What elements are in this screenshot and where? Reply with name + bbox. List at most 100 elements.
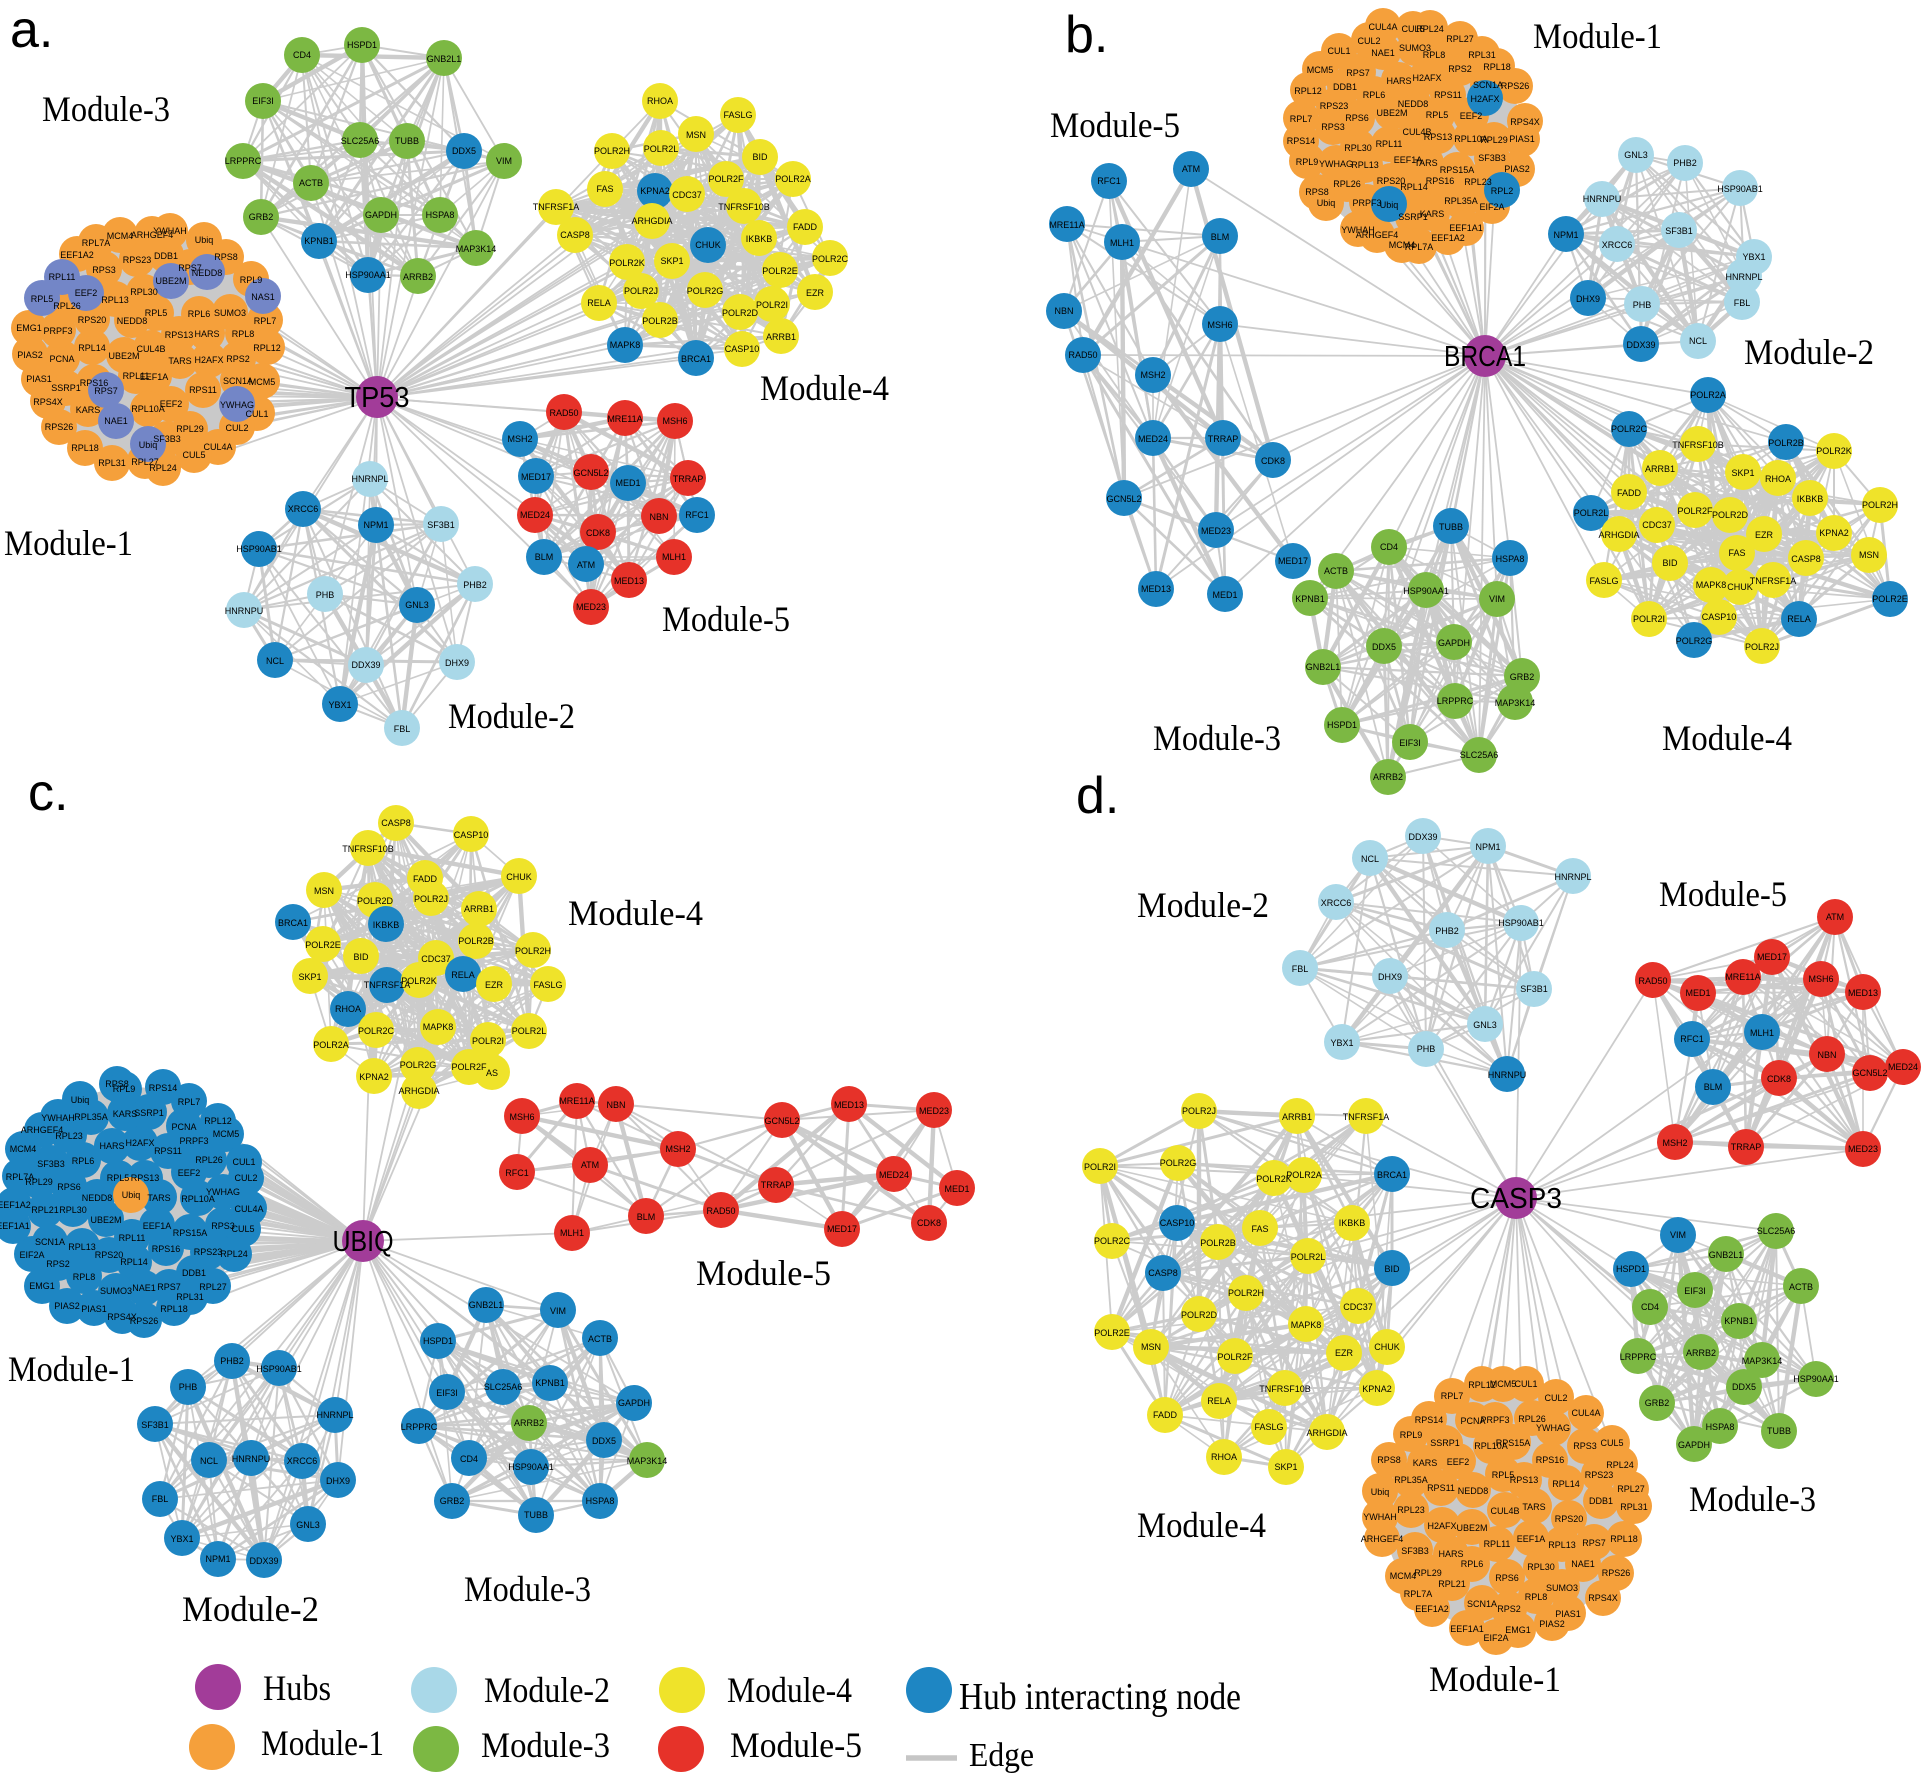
svg-text:HSPD1: HSPD1 (347, 40, 377, 50)
svg-text:MLH1: MLH1 (560, 1228, 584, 1238)
svg-text:GCN5L2: GCN5L2 (1106, 494, 1141, 504)
svg-text:RPS7: RPS7 (1582, 1538, 1606, 1548)
svg-text:Module-5: Module-5 (696, 1253, 831, 1293)
svg-text:RPL9: RPL9 (1400, 1430, 1423, 1440)
svg-text:FADD: FADD (1617, 488, 1642, 498)
svg-text:CUL1: CUL1 (1514, 1379, 1537, 1389)
svg-text:POLR2L: POLR2L (644, 144, 679, 154)
svg-text:SF3B3: SF3B3 (1478, 153, 1506, 163)
svg-text:DDX5: DDX5 (1372, 642, 1396, 652)
svg-text:HSP90AA1: HSP90AA1 (508, 1462, 554, 1472)
svg-text:EZR: EZR (1755, 530, 1774, 540)
svg-text:CHUK: CHUK (695, 240, 721, 250)
svg-text:POLR2E: POLR2E (1872, 594, 1908, 604)
svg-text:RPS26: RPS26 (130, 1316, 159, 1326)
svg-text:MSH2: MSH2 (507, 434, 532, 444)
svg-text:BRCA1: BRCA1 (1444, 341, 1526, 373)
svg-text:POLR2J: POLR2J (414, 894, 448, 904)
svg-text:KARS: KARS (1413, 1458, 1438, 1468)
svg-text:FASLG: FASLG (533, 980, 562, 990)
svg-text:RPL12: RPL12 (1294, 86, 1322, 96)
svg-text:MCM5: MCM5 (249, 377, 276, 387)
svg-text:RPS15A: RPS15A (1440, 165, 1475, 175)
svg-text:BLM: BLM (535, 552, 554, 562)
svg-text:FASLG: FASLG (1254, 1422, 1283, 1432)
svg-text:EEF2: EEF2 (160, 399, 183, 409)
svg-text:EIF2A: EIF2A (1479, 202, 1504, 212)
svg-text:SCN1A: SCN1A (223, 376, 253, 386)
svg-text:ATM: ATM (581, 1160, 599, 1170)
svg-text:RFC1: RFC1 (1097, 176, 1121, 186)
svg-text:SUMO3: SUMO3 (100, 1286, 132, 1296)
svg-text:SCN1A: SCN1A (35, 1237, 65, 1247)
svg-text:TARS: TARS (147, 1193, 170, 1203)
svg-text:RPL12: RPL12 (1468, 1380, 1496, 1390)
svg-text:POLR2F: POLR2F (451, 1062, 487, 1072)
svg-text:FBL: FBL (1292, 964, 1309, 974)
svg-text:RPL35A: RPL35A (1394, 1475, 1428, 1485)
svg-text:CHUK: CHUK (1727, 582, 1753, 592)
svg-text:RPL13: RPL13 (101, 295, 129, 305)
svg-text:POLR2D: POLR2D (1181, 1310, 1218, 1320)
svg-text:POLR2H: POLR2H (515, 946, 551, 956)
svg-text:YWHAG: YWHAG (1536, 1423, 1570, 1433)
svg-text:POLR2D: POLR2D (722, 308, 759, 318)
svg-text:CUL5: CUL5 (1600, 1438, 1623, 1448)
svg-text:GNL3: GNL3 (1473, 1020, 1497, 1030)
svg-text:NAE1: NAE1 (132, 1283, 156, 1293)
svg-text:HNRNPU: HNRNPU (1583, 194, 1622, 204)
svg-text:NCL: NCL (1689, 336, 1707, 346)
svg-text:PIAS2: PIAS2 (17, 350, 43, 360)
svg-text:KARS: KARS (76, 405, 101, 415)
svg-text:SSRP1: SSRP1 (1430, 1438, 1460, 1448)
svg-text:POLR2D: POLR2D (357, 896, 394, 906)
svg-text:HSP90AB1: HSP90AB1 (236, 544, 282, 554)
svg-text:RPL27: RPL27 (131, 457, 159, 467)
svg-text:SF3B3: SF3B3 (37, 1159, 65, 1169)
svg-text:IKBKB: IKBKB (1797, 494, 1824, 504)
svg-text:ACTB: ACTB (1789, 1282, 1813, 1292)
svg-text:RPL9: RPL9 (240, 275, 263, 285)
svg-text:NEDD8: NEDD8 (117, 316, 148, 326)
svg-text:RAD50: RAD50 (1068, 350, 1097, 360)
svg-text:GAPDH: GAPDH (618, 1398, 650, 1408)
svg-text:CASP3: CASP3 (1470, 1183, 1562, 1215)
svg-text:Hubs: Hubs (263, 1668, 331, 1708)
svg-text:NAE1: NAE1 (104, 416, 128, 426)
svg-text:MRE11A: MRE11A (559, 1096, 594, 1106)
svg-text:KARS: KARS (1420, 209, 1445, 219)
svg-text:DHX9: DHX9 (326, 1476, 350, 1486)
svg-text:BLM: BLM (1704, 1082, 1723, 1092)
svg-text:RPL27: RPL27 (199, 1282, 227, 1292)
svg-text:POLR2G: POLR2G (1676, 636, 1713, 646)
svg-text:MCM5: MCM5 (1307, 65, 1334, 75)
svg-text:DDX39: DDX39 (351, 660, 380, 670)
svg-text:MCM5: MCM5 (1490, 1379, 1517, 1389)
svg-text:GNB2L1: GNB2L1 (1306, 662, 1341, 672)
svg-text:ARRB2: ARRB2 (1686, 1348, 1716, 1358)
svg-text:SF3B1: SF3B1 (1665, 226, 1693, 236)
svg-text:Module-1: Module-1 (4, 523, 133, 563)
svg-text:RPS26: RPS26 (1602, 1568, 1631, 1578)
svg-text:RPL7: RPL7 (1441, 1391, 1464, 1401)
svg-text:DDX39: DDX39 (1626, 340, 1655, 350)
svg-text:NCL: NCL (266, 656, 284, 666)
svg-text:CDC37: CDC37 (421, 954, 451, 964)
svg-text:BRCA1: BRCA1 (681, 354, 711, 364)
svg-text:RPS16: RPS16 (80, 378, 109, 388)
svg-text:CASP10: CASP10 (1160, 1218, 1195, 1228)
svg-text:UBE2M: UBE2M (1376, 108, 1407, 118)
svg-text:RPL18: RPL18 (160, 1304, 188, 1314)
svg-text:RPL2: RPL2 (1491, 186, 1514, 196)
svg-text:IKBKB: IKBKB (1339, 1218, 1366, 1228)
svg-text:RPL27: RPL27 (1617, 1484, 1645, 1494)
svg-text:MLH1: MLH1 (1750, 1028, 1774, 1038)
svg-text:RPL18: RPL18 (1483, 62, 1511, 72)
svg-text:RPS23: RPS23 (123, 255, 152, 265)
svg-text:Module-4: Module-4 (1662, 718, 1792, 758)
svg-text:MSH6: MSH6 (662, 416, 687, 426)
svg-text:RPL13: RPL13 (1351, 160, 1379, 170)
svg-text:RHOA: RHOA (1765, 474, 1791, 484)
svg-text:VIM: VIM (1489, 594, 1505, 604)
svg-text:PIAS2: PIAS2 (54, 1301, 80, 1311)
